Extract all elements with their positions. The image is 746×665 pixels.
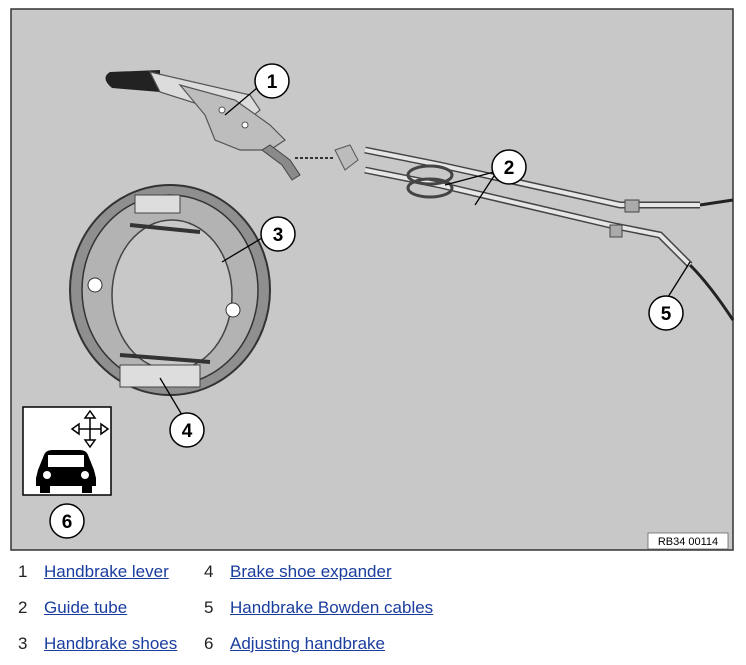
guide-tube-illustration bbox=[334, 144, 700, 268]
adjusting-handbrake-icon bbox=[22, 406, 112, 496]
legend-number-1: 1 bbox=[18, 562, 28, 581]
legend-number-3: 3 bbox=[18, 634, 28, 653]
car-icon bbox=[36, 450, 96, 493]
callout-6: 6 bbox=[49, 503, 85, 539]
legend-number-2: 2 bbox=[18, 598, 28, 617]
legend-row-3: 3 Handbrake shoes 6 Adjusting handbrake bbox=[0, 634, 746, 664]
svg-text:6: 6 bbox=[62, 512, 73, 533]
legend-link-handbrake-shoes[interactable]: Handbrake shoes bbox=[44, 634, 178, 653]
move-arrows-icon bbox=[70, 409, 110, 449]
callout-4: 4 bbox=[169, 412, 205, 448]
legend-link-guide-tube[interactable]: Guide tube bbox=[44, 598, 128, 617]
svg-text:2: 2 bbox=[504, 158, 515, 179]
reference-code-label: RB34 00114 bbox=[647, 532, 729, 550]
legend-link-adjusting-handbrake[interactable]: Adjusting handbrake bbox=[230, 634, 386, 653]
legend-number-5: 5 bbox=[204, 598, 214, 617]
exploded-diagram: 1 2 3 4 5 6 RB34 00114 bbox=[10, 8, 735, 551]
callout-5: 5 bbox=[648, 295, 684, 331]
parts-legend: 1 Handbrake lever 4 Brake shoe expander … bbox=[0, 558, 746, 665]
svg-text:1: 1 bbox=[267, 72, 278, 93]
legend-row-1: 1 Handbrake lever 4 Brake shoe expander bbox=[0, 562, 746, 592]
legend-number-4: 4 bbox=[204, 562, 214, 581]
legend-link-brake-shoe-expander[interactable]: Brake shoe expander bbox=[230, 562, 392, 581]
svg-text:RB34 00114: RB34 00114 bbox=[658, 536, 718, 548]
legend-number-6: 6 bbox=[204, 634, 214, 653]
callout-2: 2 bbox=[491, 149, 527, 185]
bowden-cable-illustration bbox=[688, 198, 735, 321]
callout-1: 1 bbox=[254, 63, 290, 99]
legend-row-2: 2 Guide tube 5 Handbrake Bowden cables bbox=[0, 598, 746, 628]
svg-text:3: 3 bbox=[273, 225, 284, 246]
leader-lines bbox=[159, 87, 691, 421]
callout-3: 3 bbox=[260, 216, 296, 252]
handbrake-shoes-illustration bbox=[69, 184, 271, 396]
svg-text:4: 4 bbox=[182, 421, 193, 442]
legend-link-handbrake-lever[interactable]: Handbrake lever bbox=[44, 562, 169, 581]
svg-text:5: 5 bbox=[661, 304, 672, 325]
legend-link-handbrake-bowden-cables[interactable]: Handbrake Bowden cables bbox=[230, 598, 434, 617]
